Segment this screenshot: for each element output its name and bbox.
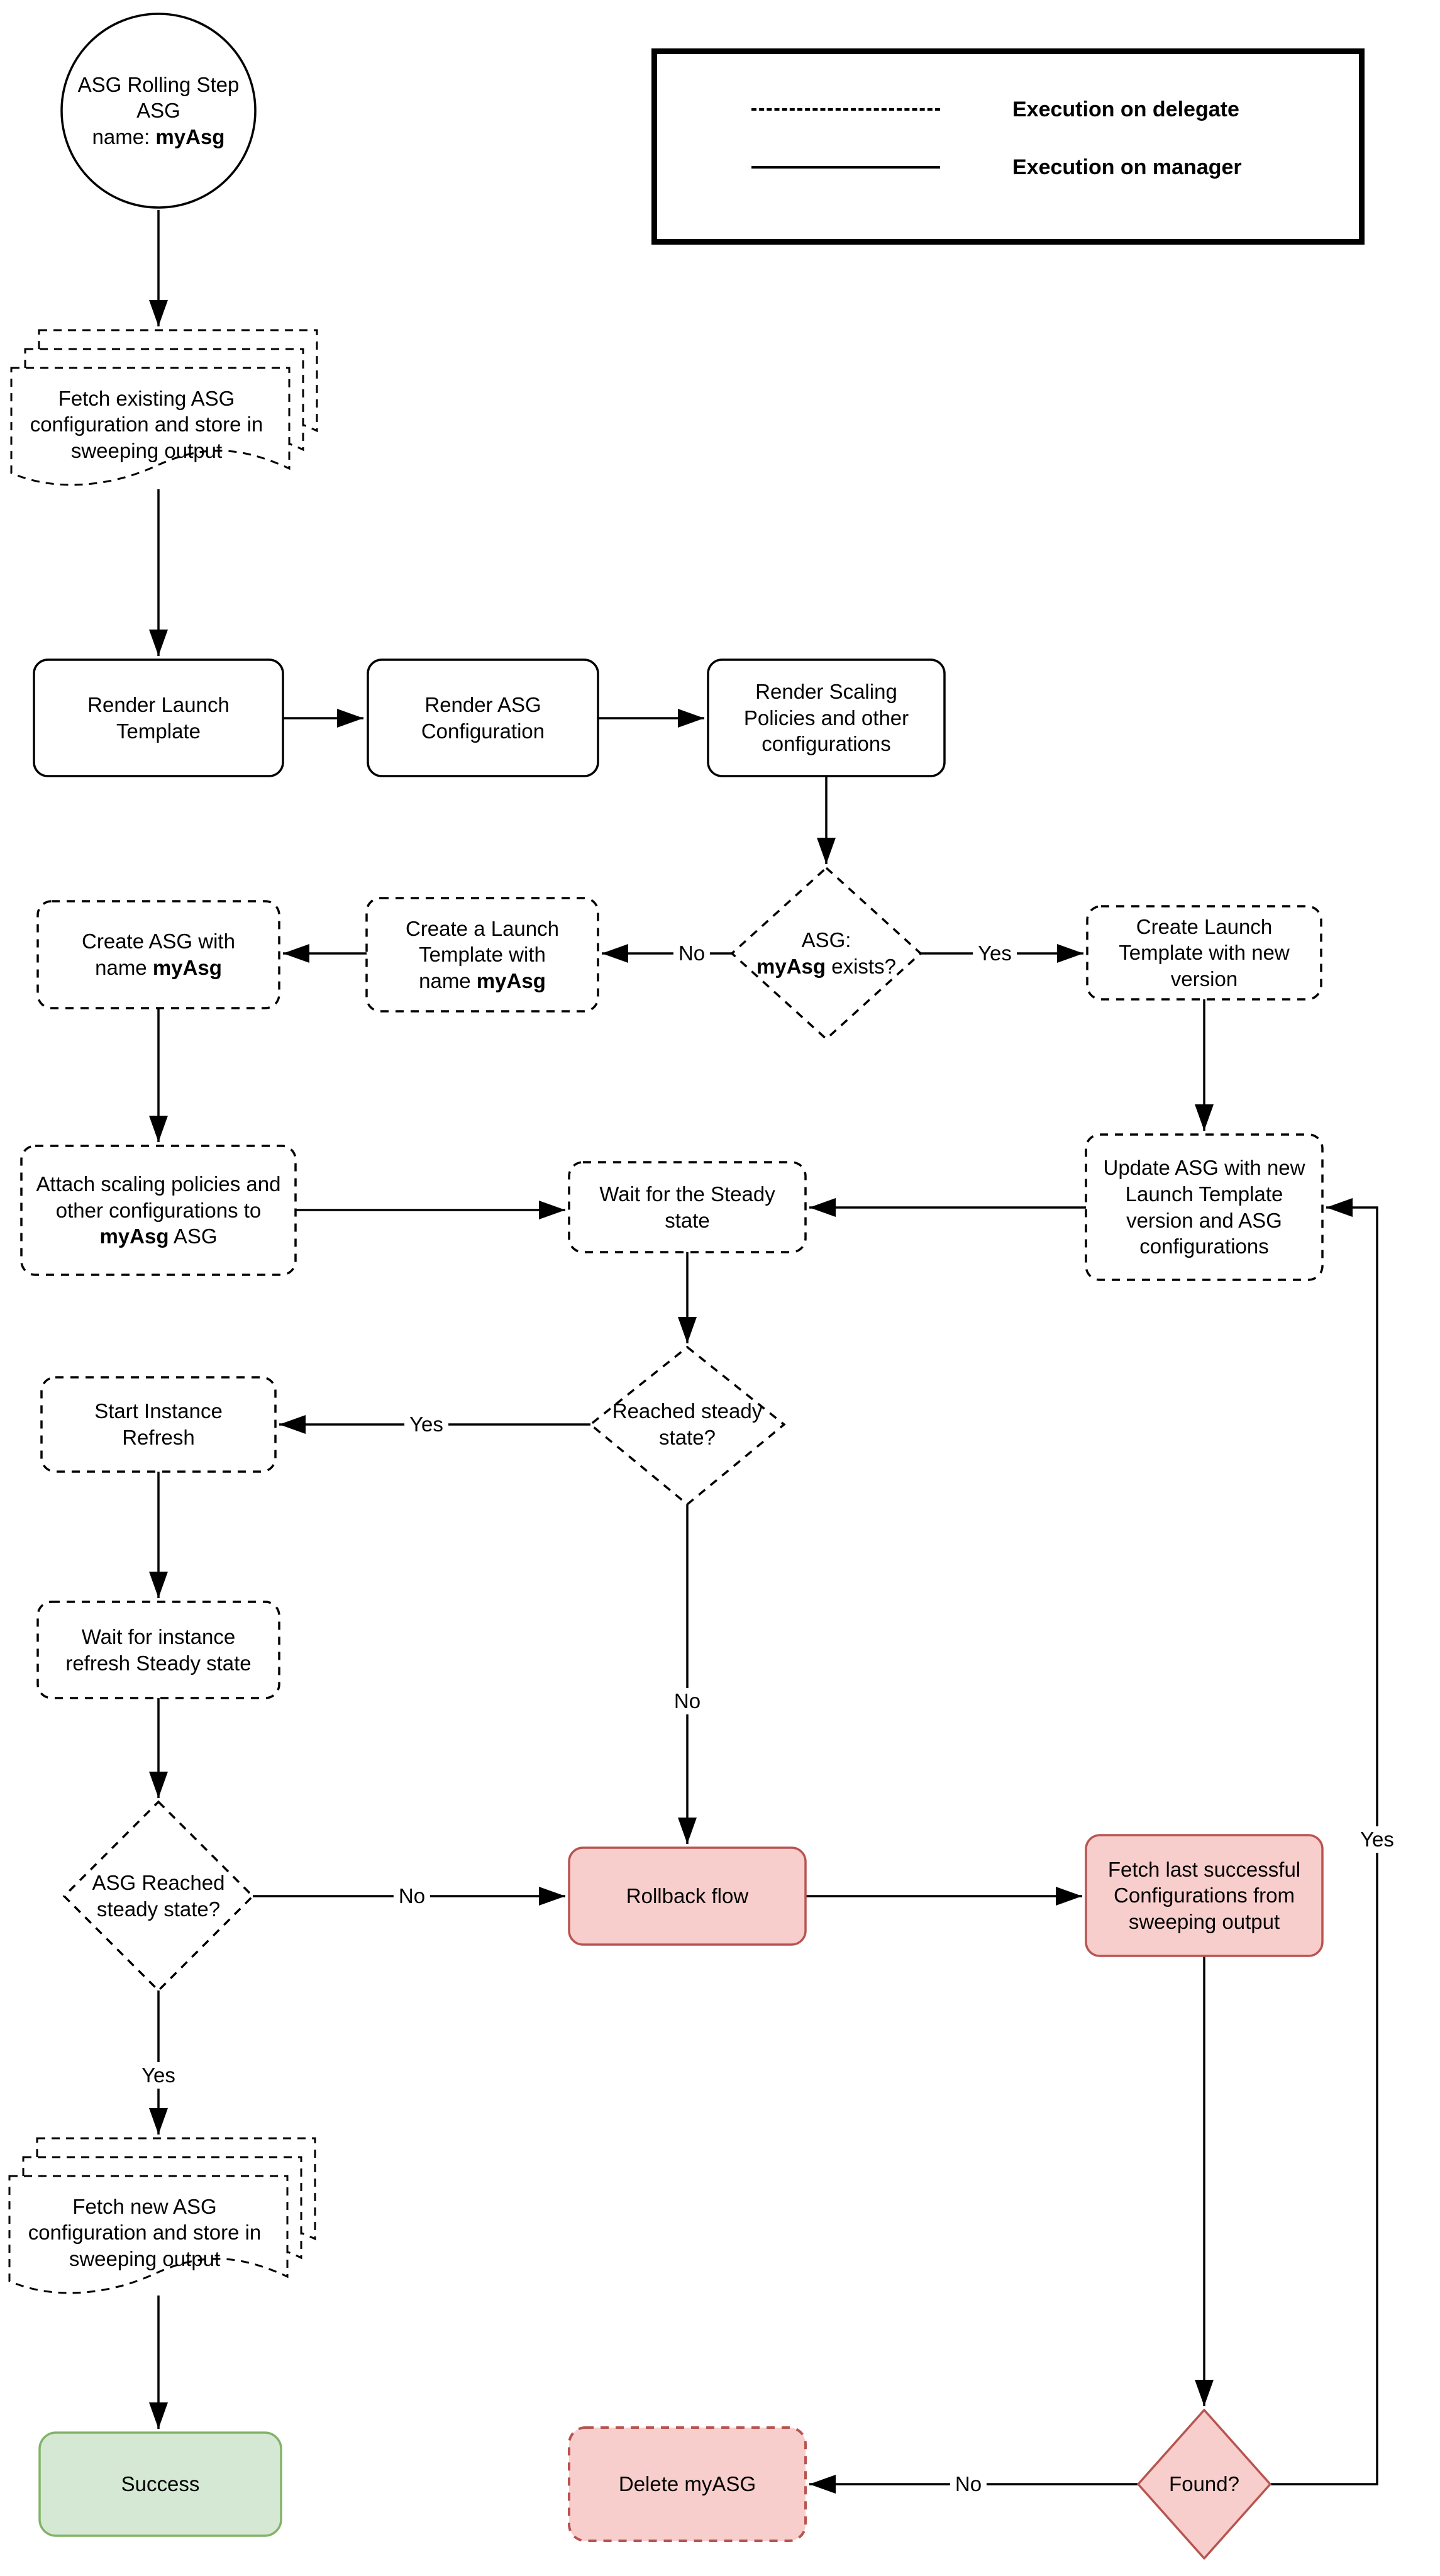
attach-scaling-shape bbox=[20, 1145, 297, 1276]
legend-solid-line-sample bbox=[751, 166, 940, 169]
fetch-last-shape bbox=[1085, 1834, 1324, 1957]
fetch-new-label: Fetch new ASG configuration and store in… bbox=[28, 2194, 262, 2270]
update-asg-shape bbox=[1085, 1133, 1324, 1281]
render-launch-template-label: Render Launch Template bbox=[87, 692, 230, 743]
rollback-flow-shape bbox=[568, 1846, 807, 1946]
reached-steady-label: Reached steady state? bbox=[612, 1399, 763, 1449]
render-asg-configuration-label: Render ASG Configuration bbox=[421, 692, 545, 743]
asg-reached-diamond-shape bbox=[62, 1800, 255, 1992]
fetch-existing-doc-shape bbox=[10, 329, 318, 486]
create-launch-template-new-shape bbox=[1086, 905, 1322, 1001]
found-diamond-shape bbox=[1137, 2409, 1271, 2560]
create-asg-label: Create ASG with name myAsg bbox=[82, 930, 235, 979]
success-shape bbox=[38, 2431, 282, 2537]
wait-steady-shape bbox=[568, 1161, 807, 1253]
wait-instance-refresh-shape bbox=[36, 1601, 280, 1699]
wait-instance-refresh-label: Wait for instance refresh Steady state bbox=[65, 1624, 252, 1675]
start-node-shape bbox=[60, 13, 257, 209]
edge-label-asg-exists-no: No bbox=[673, 940, 711, 967]
create-launch-template-named-shape bbox=[365, 897, 599, 1013]
start-node-label: ASG Rolling Step ASG name: myAsg bbox=[77, 72, 240, 148]
delete-myasg-shape bbox=[568, 2426, 807, 2542]
asg-exists-diamond-shape bbox=[730, 866, 922, 1041]
success-label: Success bbox=[121, 2472, 200, 2496]
create-launch-template-new-label: Create Launch Template with new version bbox=[1119, 914, 1290, 991]
render-scaling-policies-shape bbox=[707, 658, 946, 777]
wait-steady-label: Wait for the Steady state bbox=[599, 1182, 775, 1232]
legend-label-manager: Execution on manager bbox=[1012, 155, 1242, 179]
delete-myasg-label: Delete myASG bbox=[618, 2472, 756, 2496]
attach-scaling-label: Attach scaling policies and other config… bbox=[36, 1172, 281, 1248]
legend-box: Execution on delegate Execution on manag… bbox=[651, 48, 1365, 245]
fetch-last-label: Fetch last successful Configurations fro… bbox=[1107, 1857, 1301, 1933]
edge-label-found-yes: Yes bbox=[1355, 1826, 1399, 1853]
reached-steady-diamond-shape bbox=[589, 1345, 786, 1506]
render-launch-template-shape bbox=[33, 658, 284, 777]
edge-label-reached-no: No bbox=[668, 1688, 706, 1714]
legend-label-delegate: Execution on delegate bbox=[1012, 97, 1239, 121]
asg-exists-label: ASG: myAsg exists? bbox=[756, 928, 896, 978]
legend-row-manager: Execution on manager bbox=[751, 153, 1242, 181]
legend-dashed-line-sample bbox=[751, 108, 940, 111]
fetch-existing-label: Fetch existing ASG configuration and sto… bbox=[30, 386, 263, 462]
edge-label-asg-reached-no: No bbox=[393, 1883, 431, 1909]
asg-reached-label: ASG Reached steady state? bbox=[92, 1871, 225, 1921]
fetch-new-doc-shape bbox=[8, 2137, 316, 2294]
edge-label-found-no: No bbox=[950, 2471, 987, 2497]
found-label: Found? bbox=[1169, 2472, 1239, 2496]
update-asg-label: Update ASG with new Launch Template vers… bbox=[1103, 1156, 1305, 1258]
render-asg-configuration-shape bbox=[367, 658, 599, 777]
edge-label-asg-exists-yes: Yes bbox=[973, 940, 1017, 967]
start-instance-refresh-shape bbox=[40, 1376, 277, 1473]
start-instance-refresh-label: Start Instance Refresh bbox=[94, 1399, 223, 1449]
edges bbox=[149, 210, 1378, 2494]
legend-row-delegate: Execution on delegate bbox=[751, 96, 1239, 123]
render-scaling-policies-label: Render Scaling Policies and other config… bbox=[743, 680, 909, 756]
edge-label-asg-reached-yes: Yes bbox=[136, 2062, 180, 2089]
rollback-flow-label: Rollback flow bbox=[626, 1884, 749, 1908]
edge-label-reached-yes: Yes bbox=[404, 1411, 448, 1438]
create-asg-shape bbox=[36, 900, 280, 1009]
create-launch-template-named-label: Create a Launch Template with name myAsg bbox=[405, 916, 559, 992]
